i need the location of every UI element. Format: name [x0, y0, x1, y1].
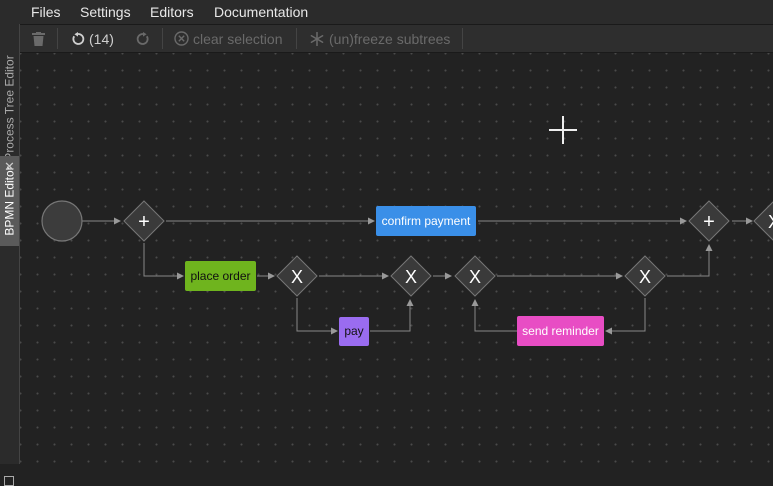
edge — [667, 244, 713, 277]
edge — [605, 298, 646, 335]
bpmn-diagram: + + X X X X X confirm payment — [41, 116, 773, 346]
task-confirm-payment[interactable]: confirm payment — [376, 206, 476, 236]
parallel-gateway[interactable]: + — [123, 200, 165, 242]
undo-button[interactable]: (14) — [71, 25, 114, 52]
tab-process-tree-editor[interactable]: Process Tree Editor — [0, 44, 19, 172]
exclusive-gateway[interactable]: X — [390, 255, 432, 297]
clear-selection-button[interactable]: clear selection — [174, 25, 283, 52]
undo-icon — [72, 31, 85, 45]
edge — [296, 298, 338, 335]
exclusive-gateway[interactable]: X — [454, 255, 496, 297]
toolbar-separator — [57, 28, 58, 49]
gateway-symbol: X — [768, 212, 773, 232]
task-pay[interactable]: pay — [339, 317, 369, 346]
task-place-order[interactable]: place order — [185, 261, 256, 291]
gateway-symbol: + — [138, 211, 150, 233]
toolbar: (14) clear selection (un)freeze subtrees — [20, 25, 773, 53]
gateway-symbol: X — [405, 267, 417, 287]
task-label: confirm payment — [382, 214, 471, 228]
clear-selection-label: clear selection — [193, 30, 283, 47]
tab-bpmn-editor[interactable]: BPMN Editor — [0, 156, 19, 246]
square-icon[interactable] — [4, 476, 14, 486]
clear-circle-icon — [174, 31, 189, 46]
editor-sidebar: Process Tree Editor BPMN Editor ✕ — [0, 24, 20, 486]
menu-documentation[interactable]: Documentation — [214, 4, 309, 20]
gateway-symbol: X — [291, 267, 303, 287]
menu-editors[interactable]: Editors — [150, 4, 194, 20]
exclusive-gateway[interactable]: X — [753, 201, 773, 241]
toolbar-separator — [162, 28, 163, 49]
redo-icon — [136, 31, 149, 45]
toolbar-separator — [296, 28, 297, 49]
redo-button[interactable] — [136, 25, 150, 52]
parallel-gateway[interactable]: + — [688, 200, 730, 242]
task-label: pay — [344, 324, 363, 338]
undo-count: (14) — [89, 30, 114, 47]
edges — [62, 217, 753, 335]
menu-files[interactable]: Files — [31, 4, 61, 20]
snowflake-icon — [310, 31, 324, 46]
start-event[interactable] — [41, 200, 83, 242]
tab-process-tree-editor-label: Process Tree Editor — [2, 55, 17, 161]
tab-bpmn-editor-label: BPMN Editor — [2, 166, 17, 236]
task-send-reminder[interactable]: send reminder — [517, 316, 604, 346]
edge — [471, 299, 517, 332]
task-label: place order — [190, 269, 250, 283]
exclusive-gateway[interactable]: X — [624, 255, 666, 297]
delete-button[interactable] — [32, 25, 45, 52]
menu-settings[interactable]: Settings — [80, 4, 131, 20]
toolbar-separator — [462, 28, 463, 49]
freeze-subtrees-label: (un)freeze subtrees — [329, 30, 451, 47]
bpmn-canvas[interactable]: + + X X X X X confirm payment — [20, 53, 773, 464]
trash-icon — [32, 31, 45, 46]
menu-bar: Files Settings Editors Documentation — [0, 0, 773, 25]
task-label: send reminder — [522, 324, 599, 338]
gateway-symbol: X — [639, 267, 651, 287]
edge — [143, 243, 184, 280]
close-icon[interactable]: ✕ — [4, 159, 15, 174]
crosshair-cursor-icon — [549, 116, 577, 144]
gateway-symbol: + — [703, 211, 715, 233]
freeze-subtrees-button[interactable]: (un)freeze subtrees — [310, 25, 450, 52]
exclusive-gateway[interactable]: X — [276, 255, 318, 297]
edge — [370, 299, 414, 332]
gateway-symbol: X — [469, 267, 481, 287]
